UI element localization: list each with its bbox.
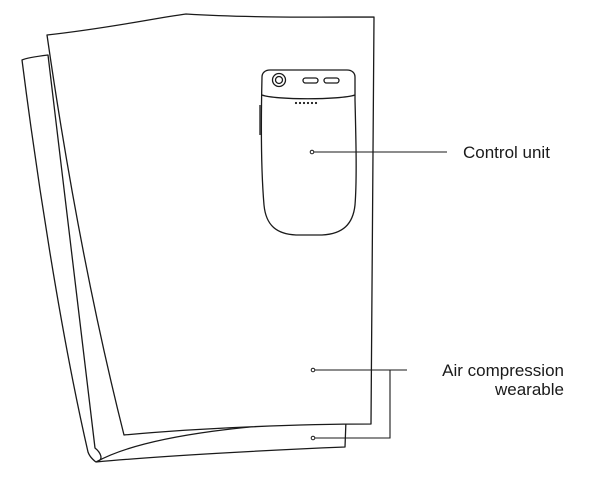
leader-dot bbox=[310, 367, 316, 373]
control-unit-label: Control unit bbox=[463, 143, 550, 162]
port-icon bbox=[302, 77, 319, 84]
port-icon bbox=[323, 77, 340, 84]
control-unit-edge bbox=[261, 94, 356, 100]
wearable-label-line1: Air compression bbox=[442, 361, 564, 380]
leader-dot bbox=[309, 149, 315, 155]
control-unit-body bbox=[260, 69, 357, 236]
power-button-inner bbox=[274, 75, 284, 85]
wearable-label-line2: wearable bbox=[495, 380, 564, 399]
leader-dot bbox=[310, 435, 316, 441]
control-unit-device bbox=[259, 69, 357, 236]
wearable-leader-line bbox=[313, 369, 407, 439]
wearable-label: Air compression wearable bbox=[442, 361, 564, 399]
status-lights bbox=[294, 101, 318, 105]
